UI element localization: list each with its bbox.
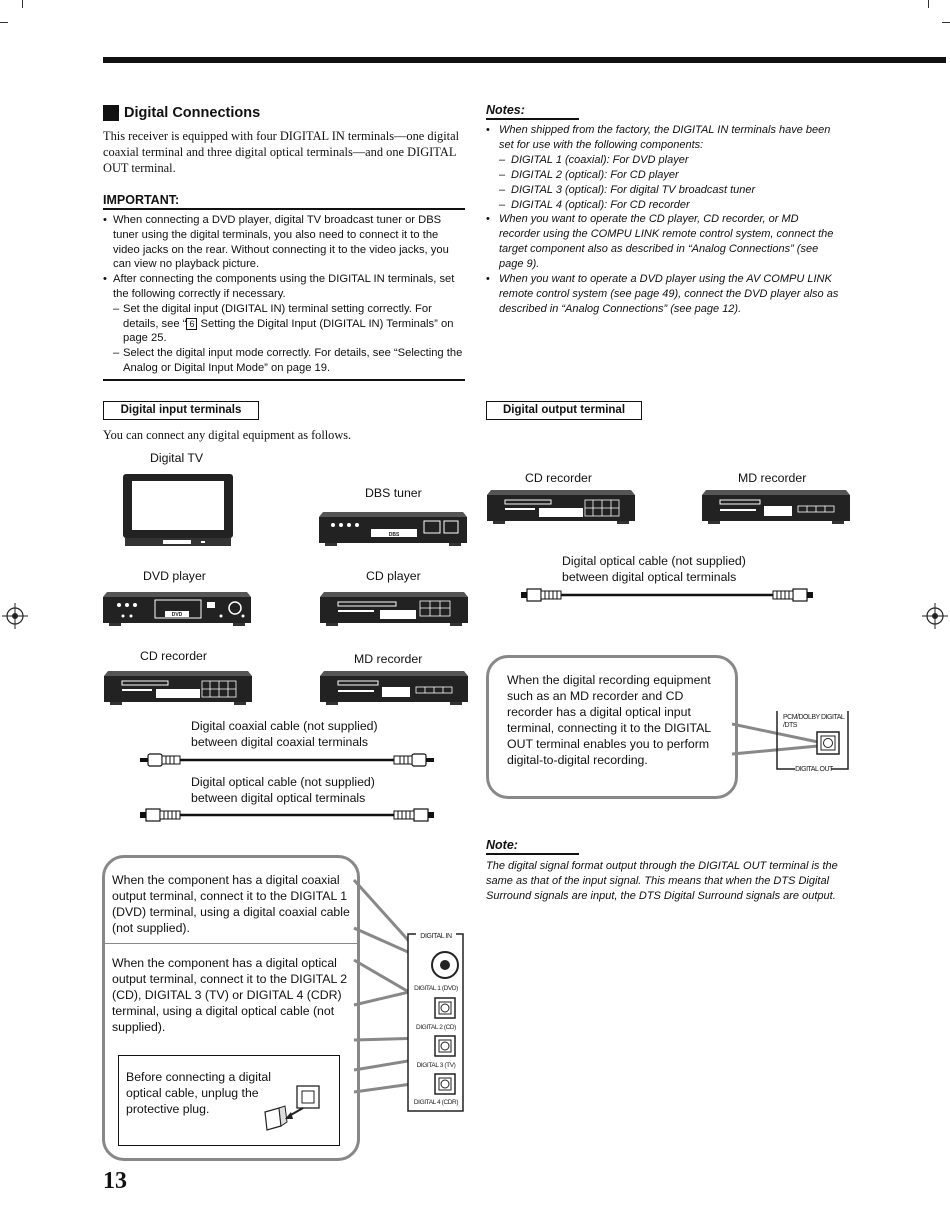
notes-rule — [486, 118, 579, 120]
digital-out-label: DIGITAL OUT — [795, 766, 834, 773]
digital-tv-illustration — [123, 474, 233, 546]
page-number: 13 — [103, 1168, 127, 1194]
terminal-label: DIGITAL 4 (CDR) — [414, 1099, 458, 1106]
section-heading: Digital Connections — [103, 105, 260, 121]
digital-out-callout-text: When the digital recording equipment suc… — [507, 673, 711, 767]
input-optical-cable-illustration — [140, 808, 434, 822]
note-item: When you want to operate a DVD player us… — [486, 272, 841, 317]
coaxial-jack-icon — [440, 960, 450, 970]
crop-mark — [928, 0, 929, 8]
note-subitem: DIGITAL 2 (optical): For CD player — [486, 168, 841, 183]
out-md-recorder-label: MD recorder — [738, 471, 807, 485]
dbs-tuner-label: DBS tuner — [365, 486, 422, 500]
plug-note-text: Before connecting a digital optical cabl… — [126, 1070, 271, 1116]
coaxial-cable-illustration — [140, 753, 434, 767]
terminal-label: DIGITAL 3 (TV) — [417, 1062, 456, 1069]
digital-out-callout: When the digital recording equipment suc… — [486, 655, 738, 799]
registration-mark-left — [2, 603, 28, 629]
note-item: When you want to operate the CD player, … — [486, 212, 841, 272]
dvd-mark: DVD — [172, 612, 183, 618]
dvd-player-label: DVD player — [143, 569, 206, 583]
digital-out-panel: PCM/DOLBY DIGITAL /DTS DIGITAL OUT — [776, 711, 849, 773]
important-rule — [103, 208, 465, 210]
output-optical-cable-illustration — [521, 588, 813, 602]
crop-mark — [942, 22, 950, 23]
note-title: Note: — [486, 838, 518, 852]
optical-callout-text: When the component has a digital optical… — [112, 956, 348, 1034]
note-item: When shipped from the factory, the DIGIT… — [486, 123, 841, 153]
note-subitem: DIGITAL 3 (optical): For digital TV broa… — [486, 183, 841, 198]
notes-list: When shipped from the factory, the DIGIT… — [486, 123, 841, 317]
important-bullet: After connecting the components using th… — [103, 272, 468, 302]
heading-square-icon — [103, 105, 119, 121]
input-optical-cable-label: Digital optical cable (not supplied) bet… — [191, 775, 375, 805]
important-subitem: Set the digital input (DIGITAL IN) termi… — [103, 302, 468, 346]
cd-recorder-illustration — [104, 671, 252, 705]
important-bottom-rule — [103, 379, 465, 381]
crop-mark — [22, 0, 23, 8]
output-optical-cable-label: Digital optical cable (not supplied) bet… — [562, 554, 746, 584]
important-title: IMPORTANT: — [103, 193, 180, 207]
callout-divider — [105, 943, 357, 944]
digital-in-title: DIGITAL IN — [420, 933, 452, 940]
coax-cable-label: Digital coaxial cable (not supplied) bet… — [191, 719, 378, 749]
notes-title: Notes: — [486, 103, 525, 117]
important-list: When connecting a DVD player, digital TV… — [103, 213, 468, 376]
md-recorder-illustration — [320, 671, 468, 705]
coax-callout-text: When the component has a digital coaxial… — [112, 873, 350, 935]
md-recorder-label: MD recorder — [354, 652, 423, 666]
digital-tv-label: Digital TV — [150, 451, 204, 465]
out-cd-recorder-label: CD recorder — [525, 471, 592, 485]
crop-mark — [0, 22, 8, 23]
input-section-label: Digital input terminals — [103, 401, 259, 420]
step-number-box: 6 — [186, 317, 198, 330]
registration-mark-right — [922, 603, 948, 629]
output-section-label: Digital output terminal — [486, 401, 642, 420]
dbs-mark: DBS — [389, 532, 400, 538]
digital-in-callout: When the component has a digital coaxial… — [102, 855, 360, 1161]
section-intro: This receiver is equipped with four DIGI… — [103, 129, 460, 175]
digital-out-format-label: PCM/DOLBY DIGITAL — [783, 714, 845, 721]
dvd-player-illustration: DVD — [103, 592, 251, 626]
digital-out-pointer-lines — [732, 722, 819, 756]
out-md-recorder-illustration — [702, 490, 850, 524]
important-bullet: When connecting a DVD player, digital TV… — [103, 213, 468, 272]
cd-recorder-label: CD recorder — [140, 649, 207, 663]
note-subitem: DIGITAL 1 (coaxial): For DVD player — [486, 153, 841, 168]
important-subitem: Select the digital input mode correctly.… — [103, 346, 468, 376]
cd-player-label: CD player — [366, 569, 421, 583]
digital-out-format-label: /DTS — [783, 722, 798, 729]
terminal-label: DIGITAL 2 (CD) — [416, 1024, 456, 1031]
header-rule — [103, 57, 946, 63]
dbs-tuner-illustration: DBS — [319, 512, 467, 546]
input-caption: You can connect any digital equipment as… — [103, 428, 352, 442]
note-rule — [486, 853, 579, 855]
plug-note-box: Before connecting a digital optical cabl… — [118, 1055, 340, 1146]
section-title: Digital Connections — [124, 105, 261, 121]
terminal-label: DIGITAL 1 (DVD) — [414, 985, 458, 992]
note-subitem: DIGITAL 4 (optical): For CD recorder — [486, 198, 841, 213]
digital-in-panel: DIGITAL IN DIGITAL 1 (DVD) DIGITAL 2 (CD… — [407, 933, 464, 1112]
note-text: The digital signal format output through… — [486, 860, 838, 902]
out-cd-recorder-illustration — [487, 490, 635, 524]
protective-plug-icon — [264, 1085, 320, 1131]
cd-player-illustration — [320, 592, 468, 626]
